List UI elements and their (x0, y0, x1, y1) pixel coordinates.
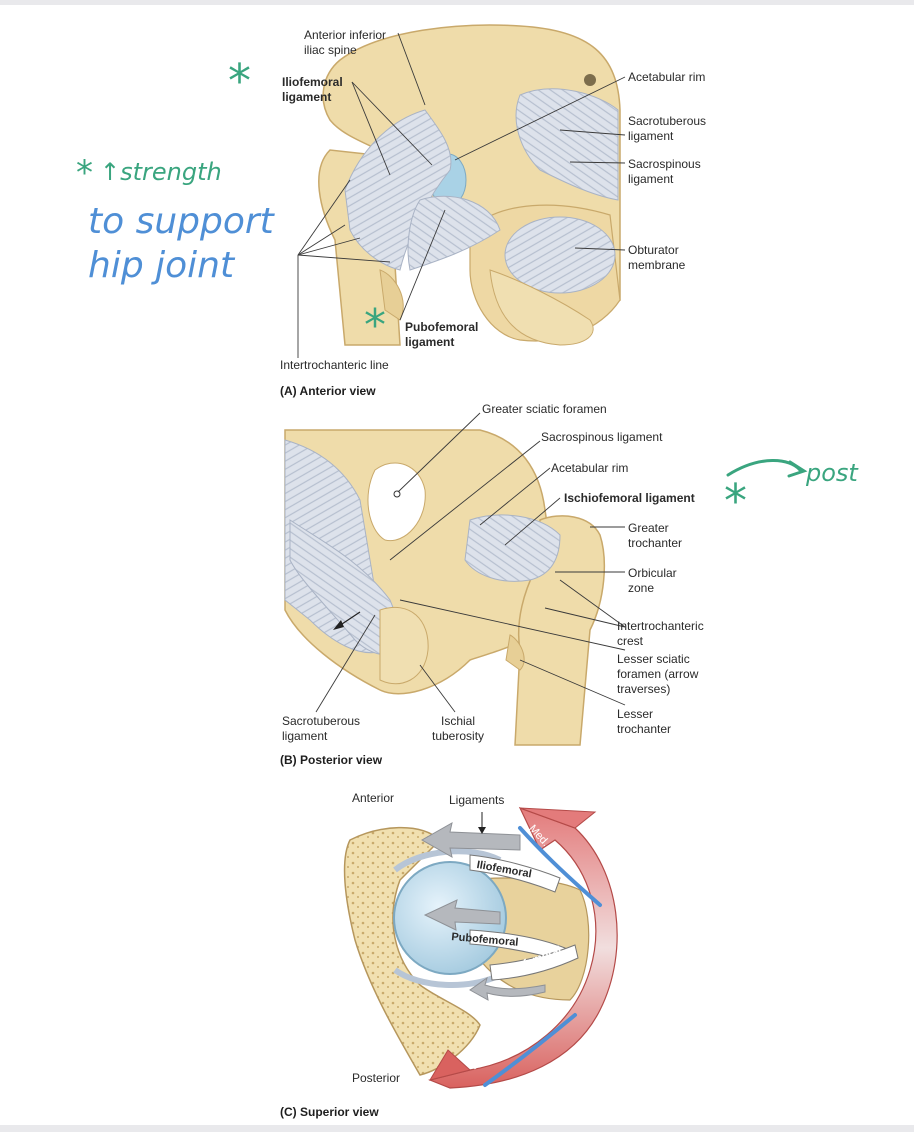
annotation-star-iliofemoral: * (228, 54, 251, 108)
top-border (0, 0, 914, 5)
label-acetabular-rim: Acetabular rim (628, 70, 706, 84)
label-ischial-tuberosity: Ischial tuberosity (432, 714, 485, 743)
annotation-support-note: to support hip joint (88, 201, 274, 286)
caption-anterior-view: (A) Anterior view (280, 384, 376, 398)
label-lesser-sciatic-foramen: Lesser sciatic foramen (arrow traverses) (617, 652, 699, 696)
label-greater-trochanter: Greater trochanter (628, 521, 683, 550)
superior-view-illustration (343, 806, 618, 1089)
label-posterior: Posterior (352, 1071, 401, 1085)
label-acetabular-rim-b: Acetabular rim (551, 461, 629, 475)
label-greater-sciatic-foramen: Greater sciatic foramen (482, 402, 607, 416)
label-orbicular-zone: Orbicular zone (628, 566, 677, 595)
label-sacrospinous-ligament-b: Sacrospinous ligament (541, 430, 663, 444)
caption-posterior-view: (B) Posterior view (280, 753, 383, 767)
annotation-strokes (483, 459, 808, 1087)
bottom-border (0, 1125, 914, 1132)
anterior-view-illustration (318, 24, 621, 346)
label-obturator-membrane: Obturator membrane (628, 243, 686, 272)
posterior-view-illustration (284, 429, 606, 746)
label-ischiofemoral-ligament: Ischiofemoral ligament (564, 491, 695, 505)
annotation-post-note: post (806, 459, 858, 487)
annotation-star-ischiofemoral: * (724, 474, 747, 528)
label-intertrochanteric-line: Intertrochanteric line (280, 358, 389, 372)
label-anterior-inferior-iliac-spine: Anterior inferior iliac spine (304, 28, 387, 57)
label-intertrochanteric-crest: Intertrochanteric crest (617, 619, 704, 648)
annotation-star-strength: * (76, 153, 93, 193)
label-ligaments: Ligaments (449, 793, 505, 807)
caption-superior-view: (C) Superior view (280, 1105, 379, 1119)
label-lesser-trochanter: Lesser trochanter (617, 707, 672, 736)
annotation-strength-note: ↑strength (100, 158, 222, 186)
annotation-star-pubofemoral: * (364, 300, 386, 351)
label-sacrotuberous-ligament: Sacrotuberous ligament (628, 114, 707, 143)
posterior-leader-lines (315, 412, 626, 713)
label-sacrospinous-ligament: Sacrospinous ligament (628, 157, 701, 186)
label-sacrotuberous-ligament-b: Sacrotuberous ligament (282, 714, 361, 743)
label-pubofemoral-ligament: Pubofemoral ligament (405, 320, 479, 349)
label-iliofemoral-ligament: Iliofemoral ligament (282, 75, 343, 104)
label-anterior: Anterior (352, 791, 395, 805)
anterior-leader-lines (297, 32, 626, 358)
